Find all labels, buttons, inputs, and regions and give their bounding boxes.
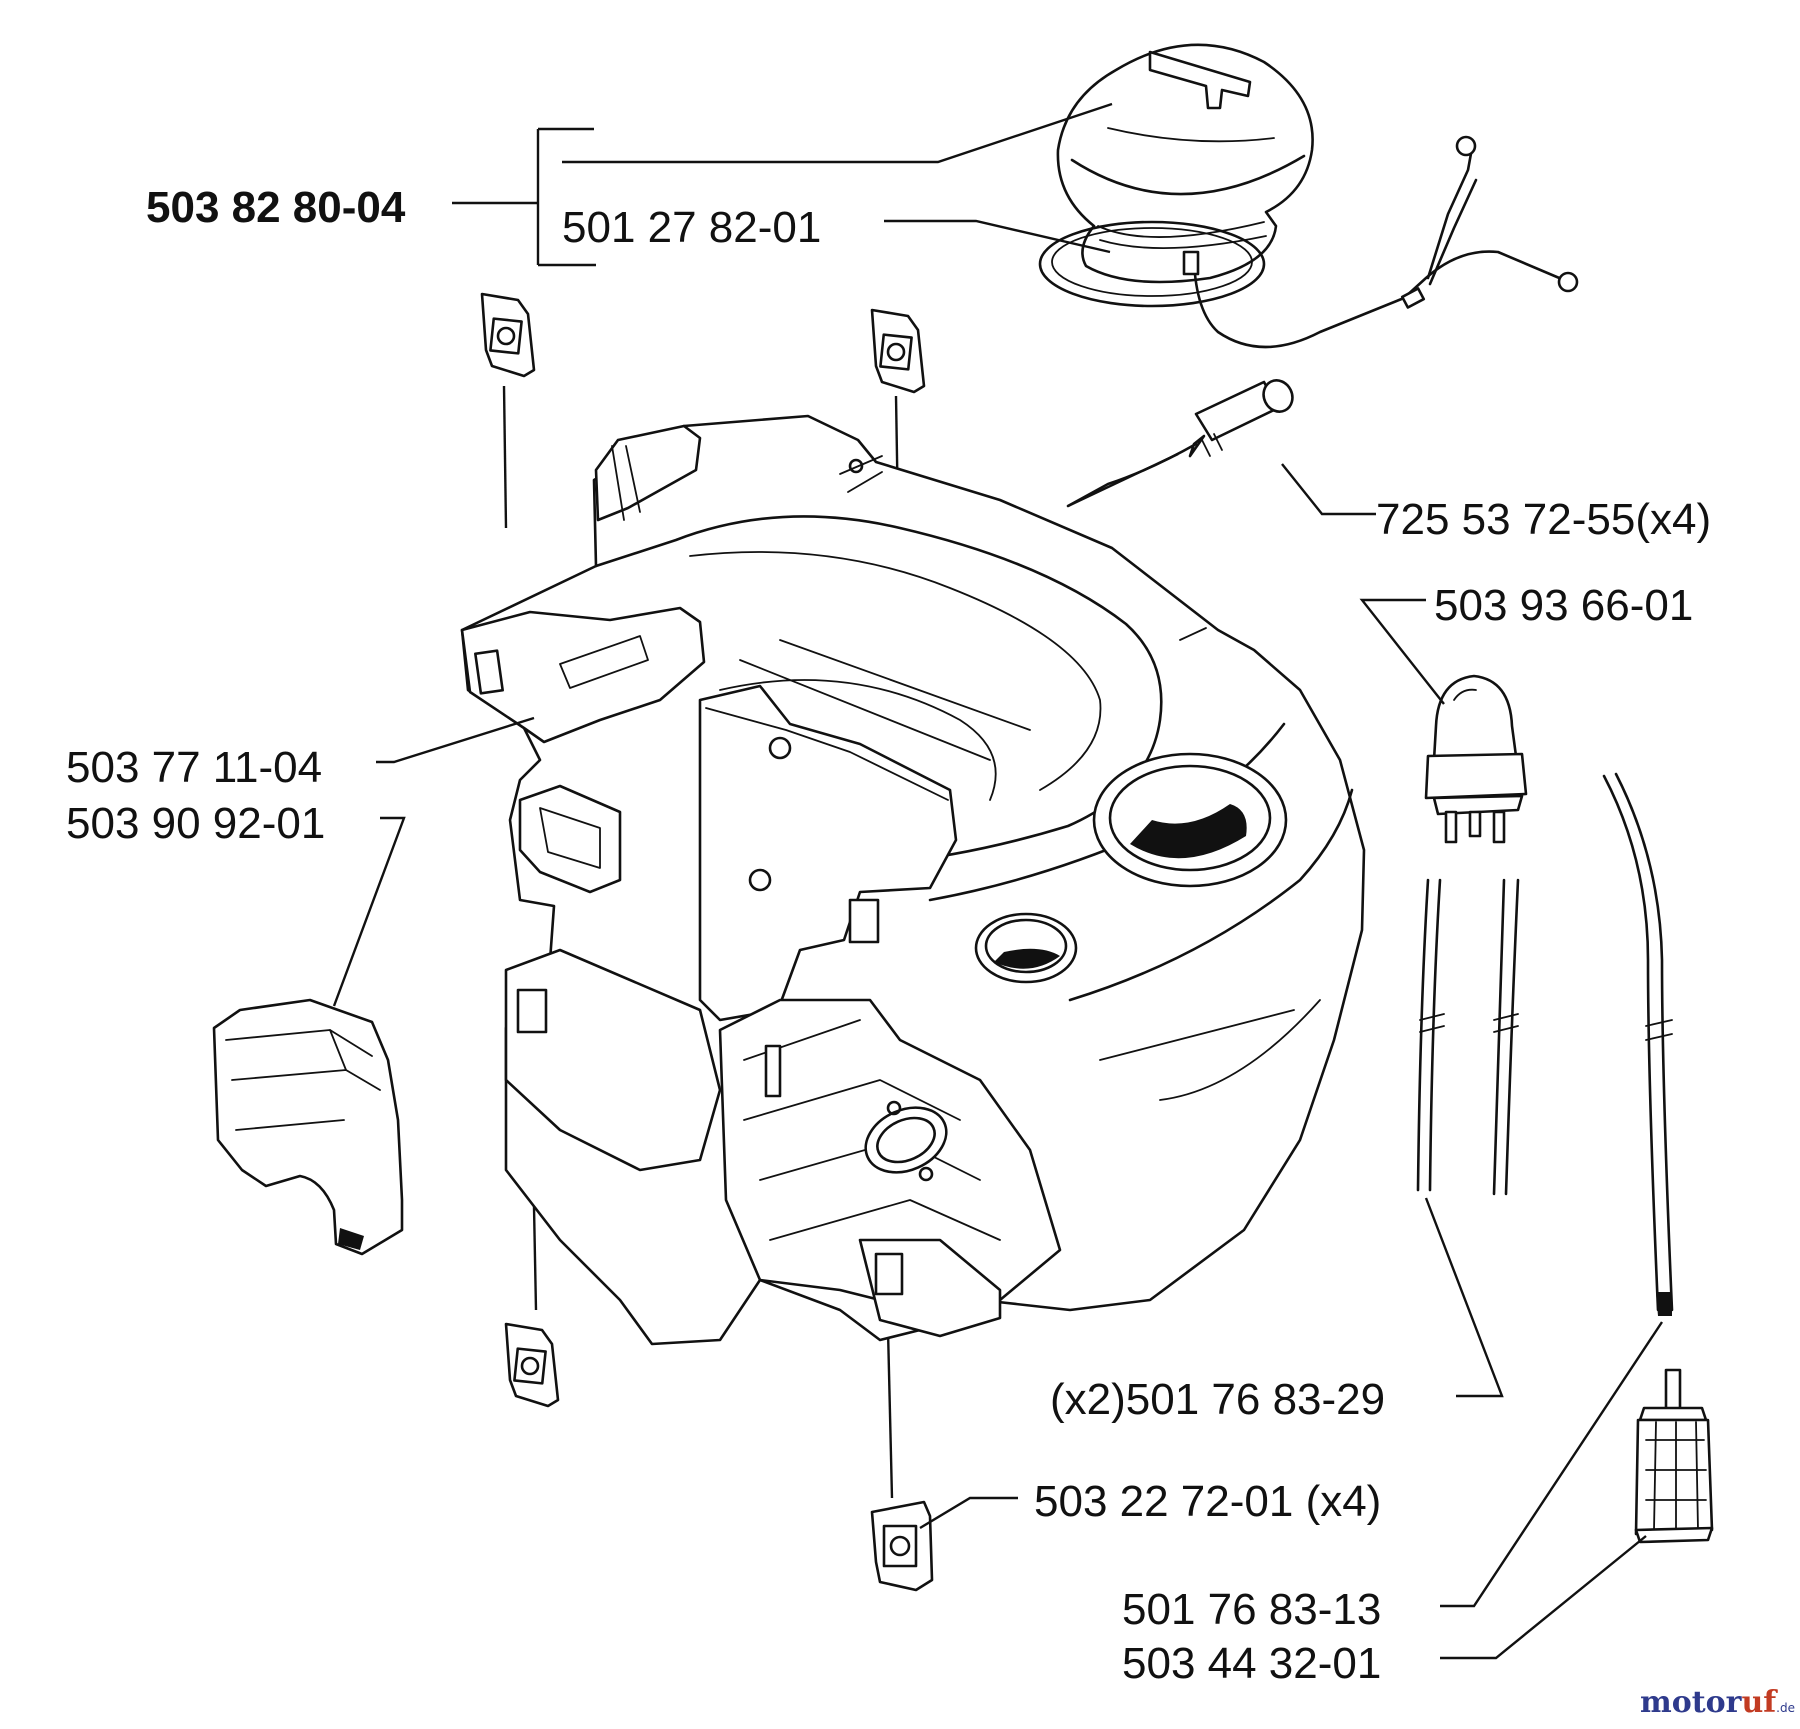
tank-insert-drawing <box>212 998 404 1256</box>
clip-bottom-left <box>504 1322 560 1408</box>
label-fuel-hose-pair: (x2)501 76 83-29 <box>1050 1375 1385 1424</box>
clip-bottom-center <box>870 1500 934 1592</box>
watermark-logo: motoruf.de <box>1640 1685 1795 1720</box>
label-tank-insert: 503 90 92-01 <box>66 799 325 848</box>
leader-lines <box>332 102 1664 1660</box>
clip-leader-4 <box>886 1329 894 1499</box>
label-primer-bulb: 503 93 66-01 <box>1434 581 1693 630</box>
label-fuel-filter: 503 44 32-01 <box>1122 1639 1381 1688</box>
clip-top-center <box>870 308 926 394</box>
clip-top-left <box>480 292 536 378</box>
label-fuel-hose: 501 76 83-13 <box>1122 1585 1381 1634</box>
fuel-hose-drawing <box>1602 772 1674 1316</box>
screw-drawing <box>1066 379 1294 508</box>
svg-text:motoruf.de: motoruf.de <box>1640 1685 1795 1720</box>
label-screw: 725 53 72-55(x4) <box>1376 495 1711 544</box>
fuel-tank-housing <box>460 414 1366 1346</box>
primer-bulb-drawing <box>1424 674 1528 844</box>
label-tank-cover: 503 77 11-04 <box>66 743 322 792</box>
fuel-hose-pair-drawing <box>1416 878 1520 1196</box>
clip-leader-1 <box>502 385 508 529</box>
fuel-cap-drawing <box>1038 43 1579 349</box>
label-clip: 503 22 72-01 (x4) <box>1034 1477 1381 1526</box>
fuel-filter-drawing <box>1634 1368 1714 1544</box>
label-cap-seal: 501 27 82-01 <box>562 203 821 252</box>
label-cap-assembly: 503 82 80-04 <box>146 183 406 232</box>
